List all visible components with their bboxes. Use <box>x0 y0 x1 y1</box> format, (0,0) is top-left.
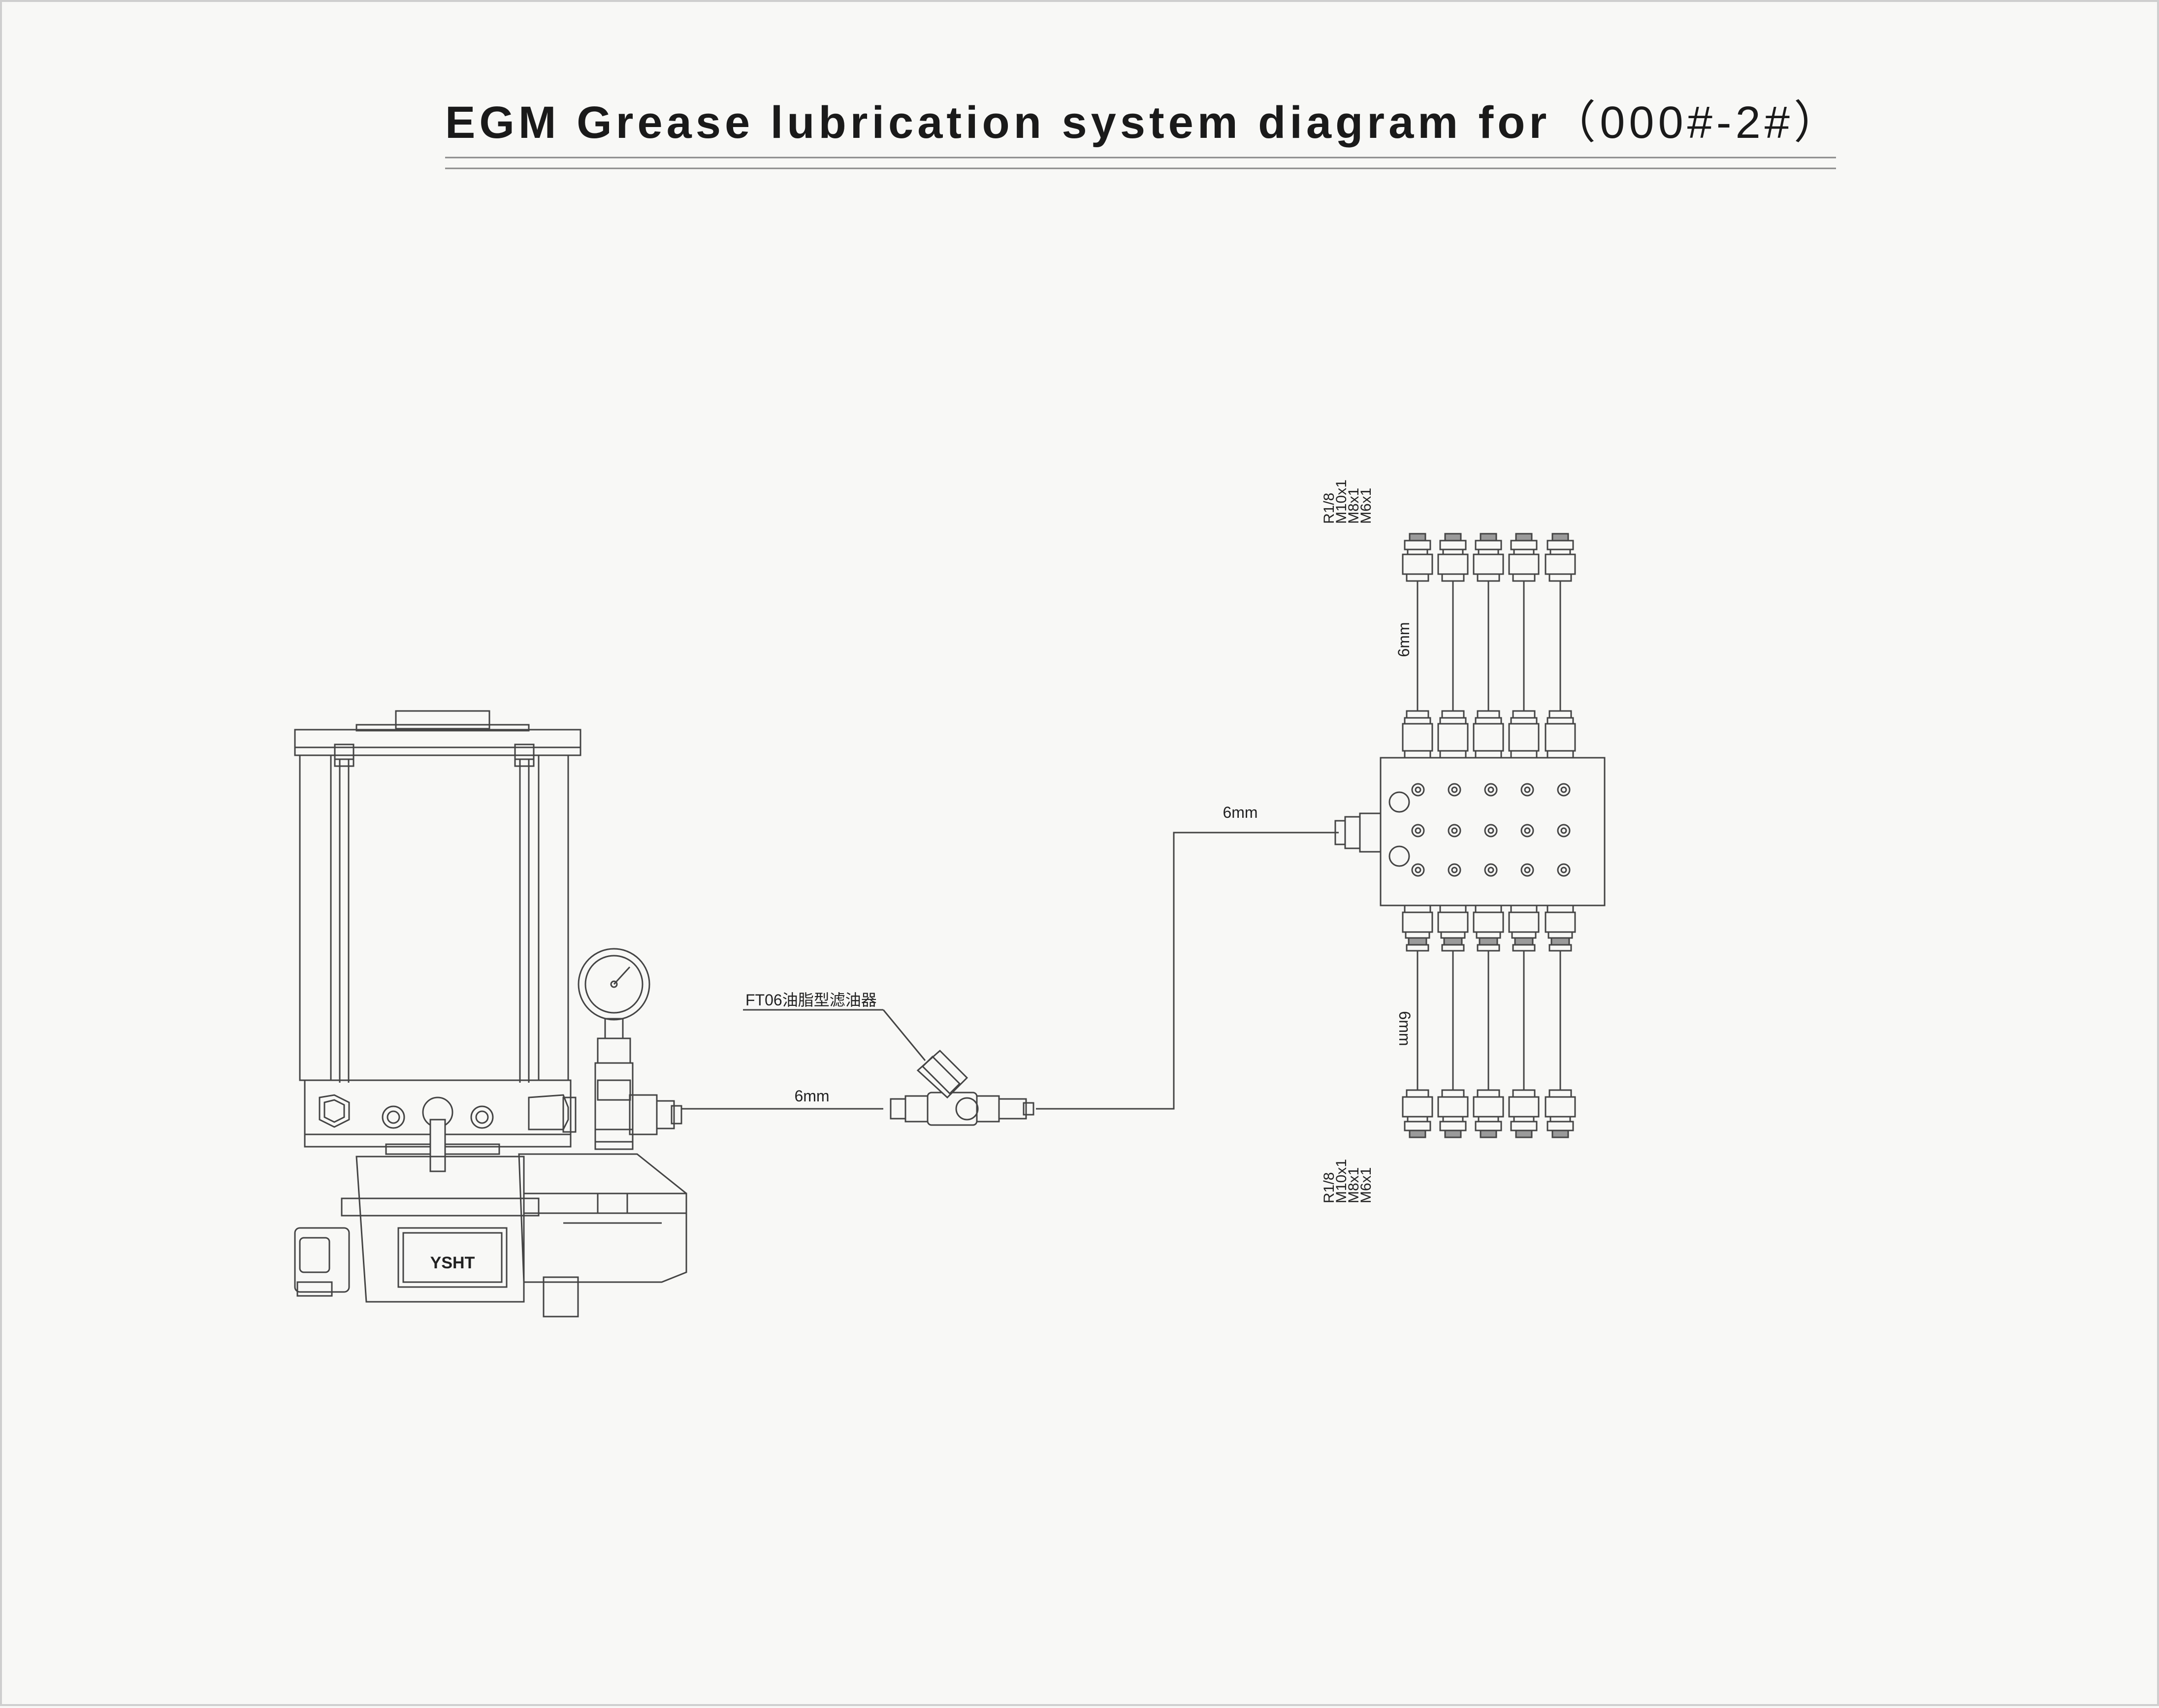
thread-spec-bottom-2: M8x1 <box>1346 1167 1362 1203</box>
outlet-column-1 <box>1437 533 1469 1138</box>
pipe-pump-to-filter-label: 6mm <box>794 1087 829 1105</box>
diagram-title: EGM Grease lubrication system diagram fo… <box>445 86 1873 151</box>
pipe-filter-to-distributor <box>1036 832 1339 1110</box>
top-end-fitting-2 <box>1473 533 1504 582</box>
top-end-fitting-0 <box>1402 533 1433 582</box>
bottom-outlet-pipe-label: 6mm <box>1396 1011 1414 1046</box>
top-end-fitting-3 <box>1508 533 1540 582</box>
top-outlet-pipe-label: 6mm <box>1395 622 1413 657</box>
pipe-filter-to-distributor-label: 6mm <box>1223 804 1257 821</box>
outlet-column-3 <box>1508 533 1540 1138</box>
filter-label: FT06油脂型滤油器 <box>745 991 877 1009</box>
title-main: EGM Grease lubrication system diagram fo… <box>445 97 1551 148</box>
title-suffix: （000#-2#） <box>1550 97 1843 148</box>
grease-pump: YSHT <box>294 710 687 1318</box>
thread-spec-top-2: M8x1 <box>1346 488 1362 524</box>
distributor-outlets <box>1402 533 1576 1138</box>
thread-spec-bottom-3: M6x1 <box>1358 1167 1374 1203</box>
thread-spec-top-3: M6x1 <box>1358 488 1374 524</box>
thread-spec-top-0: R1/8 <box>1321 493 1337 524</box>
thread-spec-bottom-1: M10x1 <box>1333 1159 1350 1203</box>
bottom-end-fitting-1 <box>1437 1089 1469 1138</box>
bottom-end-fitting-4 <box>1545 1089 1576 1138</box>
distributor-block <box>1334 757 1606 906</box>
bottom-end-fitting-2 <box>1473 1089 1504 1138</box>
top-end-fitting-1 <box>1437 533 1469 582</box>
outlet-column-0 <box>1402 533 1433 1138</box>
thread-spec-bottom-0: R1/8 <box>1321 1172 1337 1203</box>
pump-brand-label: YSHT <box>430 1254 475 1272</box>
bottom-end-fitting-3 <box>1508 1089 1540 1138</box>
thread-spec-top-1: M10x1 <box>1333 480 1350 524</box>
outlet-column-4 <box>1545 533 1576 1138</box>
thread-specs-bottom: R1/8 M10x1 M8x1 M6x1 <box>1321 1159 1374 1203</box>
top-end-fitting-4 <box>1545 533 1576 582</box>
grease-filter <box>890 1049 1034 1126</box>
bottom-end-fitting-0 <box>1402 1089 1433 1138</box>
pressure-gauge <box>578 948 650 1021</box>
outlet-column-2 <box>1473 533 1504 1138</box>
thread-specs-top: R1/8 M10x1 M8x1 M6x1 <box>1321 480 1374 524</box>
